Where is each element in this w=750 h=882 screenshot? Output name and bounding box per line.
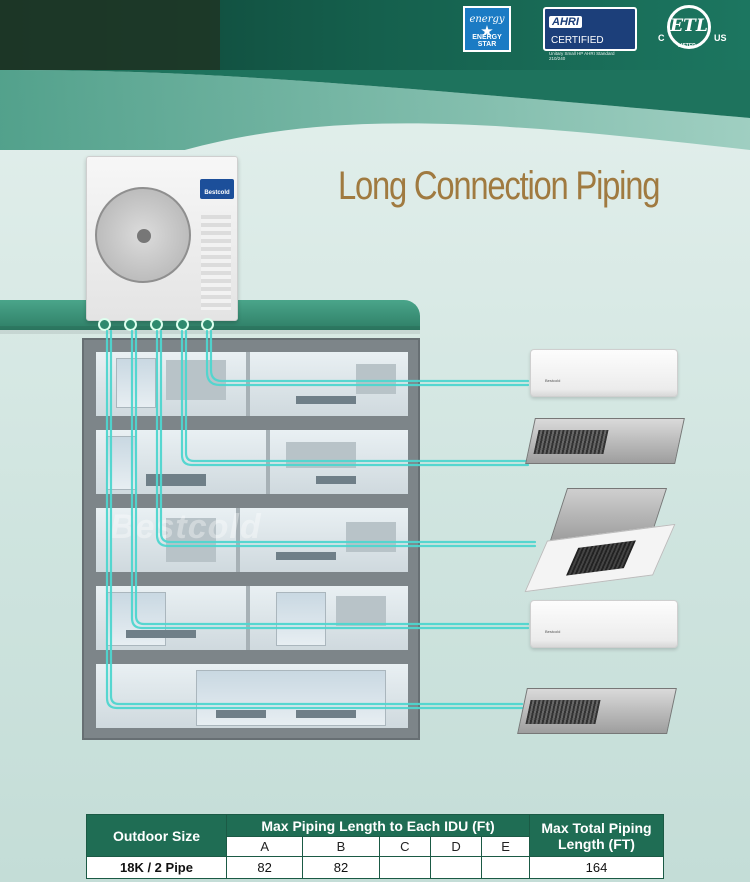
pipe-port-c (150, 318, 163, 331)
row-value-a: 82 (225, 856, 304, 879)
outdoor-unit: Bestcold (86, 156, 238, 321)
header-max-each: Max Piping Length to Each IDU (Ft) (226, 814, 530, 837)
table-row: 18K / 2 Pipe 82 82 164 (86, 856, 664, 879)
fan-icon (95, 187, 191, 283)
etl-listed-label: LISTED (678, 43, 696, 49)
energy-star-badge: energy ★ ENERGY STAR (463, 6, 511, 52)
ahri-label: CERTIFIED (551, 35, 604, 46)
pipe-line-a (205, 329, 530, 387)
header-band: energy ★ ENERGY STAR AHRI CERTIFIED Unit… (0, 0, 750, 150)
row-value-e (481, 856, 530, 879)
column-header-b: B (302, 836, 380, 857)
indoor-unit-cassette (524, 488, 676, 593)
page-title: Long Connection Piping (338, 164, 660, 208)
indoor-unit-wall-2: Bestcold (530, 600, 678, 648)
pipe-port-e (201, 318, 214, 331)
etl-c-label: C (658, 33, 665, 43)
wall-unit-brand: Bestcold (545, 378, 561, 383)
ahri-fine-print: Unitary Small HP AHRI Standard 210/240 (549, 51, 615, 61)
ahri-certified-badge: AHRI CERTIFIED Unitary Small HP AHRI Sta… (543, 7, 637, 61)
row-value-d (429, 856, 483, 879)
piping-spec-table: Outdoor Size Max Piping Length to Each I… (86, 814, 664, 879)
row-value-b: 82 (302, 856, 380, 879)
column-header-c: C (378, 836, 431, 857)
floor-3 (96, 508, 408, 572)
header-outdoor-size: Outdoor Size (86, 814, 227, 857)
ahri-logo: AHRI (549, 16, 582, 28)
outdoor-unit-vents (201, 215, 231, 310)
star-icon: ★ (480, 23, 494, 40)
indoor-unit-duct-2 (517, 688, 682, 736)
pipe-port-a (98, 318, 111, 331)
building-cutaway (82, 338, 420, 740)
column-header-e: E (481, 836, 530, 857)
etl-listed-badge: C ETL US LISTED (658, 3, 728, 53)
wall-unit-brand: Bestcold (545, 629, 561, 634)
row-total: 164 (529, 856, 664, 879)
floor-1 (96, 664, 408, 728)
pipe-ports (94, 318, 224, 332)
etl-us-label: US (714, 33, 727, 43)
energy-star-label: ENERGY STAR (472, 34, 502, 48)
indoor-unit-duct-1 (525, 418, 690, 466)
pipe-line-b (180, 329, 530, 467)
outdoor-unit-brand: Bestcold (200, 179, 234, 199)
pipe-line-e (105, 329, 524, 710)
floor-2 (96, 586, 408, 650)
etl-mark: ETL (667, 5, 711, 49)
pipe-line-d (130, 329, 530, 630)
row-size: 18K / 2 Pipe (86, 856, 227, 879)
indoor-unit-wall-1: Bestcold (530, 349, 678, 397)
pipe-port-d (176, 318, 189, 331)
column-header-d: D (429, 836, 483, 857)
header-max-total: Max Total Piping Length (FT) (529, 814, 664, 857)
row-value-c (378, 856, 431, 879)
energy-star-script: energy (469, 14, 505, 25)
pipe-port-b (124, 318, 137, 331)
pipe-line-c (155, 329, 537, 548)
column-header-a: A (225, 836, 304, 857)
